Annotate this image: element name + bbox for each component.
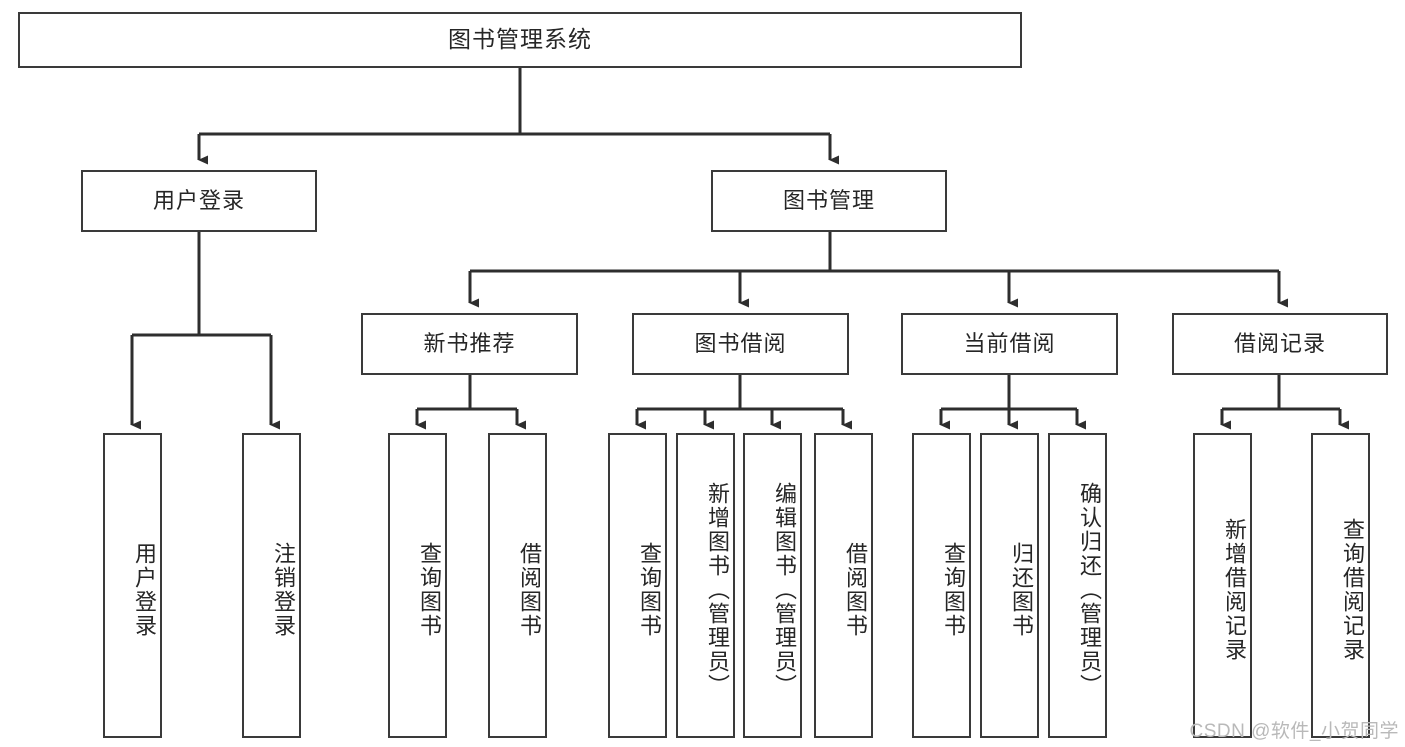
node-leaf-query-book-current[interactable]: 查询图书 <box>912 433 971 738</box>
node-leaf-borrow-book-borrow[interactable]: 借阅图书 <box>814 433 873 738</box>
node-label: 新增图书（管理员） <box>705 481 730 698</box>
node-label: 图书借阅 <box>694 330 787 356</box>
node-leaf-query-book-recommend[interactable]: 查询图书 <box>388 433 447 738</box>
node-leaf-add-book-admin[interactable]: 新增图书（管理员） <box>676 433 735 738</box>
node-label: 新书推荐 <box>423 330 516 356</box>
node-label: 归还图书 <box>1009 541 1034 638</box>
node-leaf-add-borrow-record[interactable]: 新增借阅记录 <box>1193 433 1252 738</box>
node-label: 注销登录 <box>271 541 296 638</box>
node-leaf-edit-book-admin[interactable]: 编辑图书（管理员） <box>743 433 802 738</box>
csdn-watermark: CSDN @软件_小贺同学 <box>1189 721 1399 742</box>
node-leaf-borrow-book-recommend[interactable]: 借阅图书 <box>488 433 547 738</box>
node-label: 借阅图书 <box>843 541 868 638</box>
node-current-borrow[interactable]: 当前借阅 <box>901 313 1118 375</box>
node-root-book-management-system[interactable]: 图书管理系统 <box>18 12 1022 68</box>
node-leaf-confirm-return-admin[interactable]: 确认归还（管理员） <box>1048 433 1107 738</box>
node-label: 查询借阅记录 <box>1340 517 1365 662</box>
node-label: 查询图书 <box>941 541 966 638</box>
node-leaf-user-login[interactable]: 用户登录 <box>103 433 162 738</box>
node-new-book-recommend[interactable]: 新书推荐 <box>361 313 578 375</box>
node-label: 借阅记录 <box>1233 330 1326 356</box>
node-label: 借阅图书 <box>517 541 542 638</box>
node-leaf-return-book[interactable]: 归还图书 <box>980 433 1039 738</box>
node-label: 图书管理系统 <box>448 26 592 53</box>
node-label: 编辑图书（管理员） <box>772 481 797 698</box>
node-label: 新增借阅记录 <box>1222 517 1247 662</box>
node-user-login[interactable]: 用户登录 <box>81 170 317 232</box>
node-label: 当前借阅 <box>963 330 1056 356</box>
node-label: 用户登录 <box>152 187 245 213</box>
node-book-borrow[interactable]: 图书借阅 <box>632 313 849 375</box>
node-leaf-user-logout[interactable]: 注销登录 <box>242 433 301 738</box>
node-leaf-query-borrow-record[interactable]: 查询借阅记录 <box>1311 433 1370 738</box>
node-label: 用户登录 <box>132 541 157 638</box>
node-leaf-query-book-borrow[interactable]: 查询图书 <box>608 433 667 738</box>
node-label: 查询图书 <box>417 541 442 638</box>
node-label: 确认归还（管理员） <box>1077 481 1102 698</box>
node-book-manage[interactable]: 图书管理 <box>711 170 947 232</box>
node-label: 查询图书 <box>637 541 662 638</box>
node-borrow-record[interactable]: 借阅记录 <box>1172 313 1388 375</box>
node-label: 图书管理 <box>782 187 875 213</box>
